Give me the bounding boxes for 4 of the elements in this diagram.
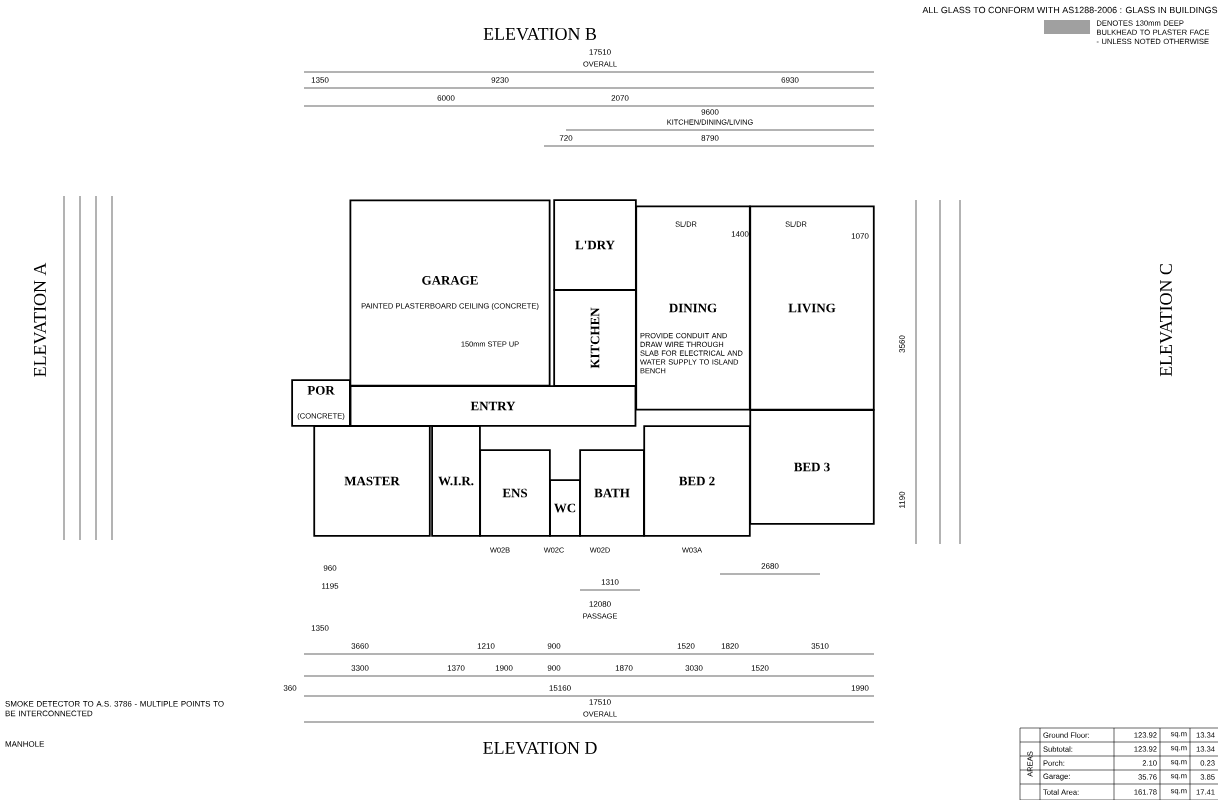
elevation-title: ELEVATION C xyxy=(1159,264,1173,377)
elevation-title: ELEVATION A xyxy=(33,262,47,377)
elevation-title: ELEVATION D xyxy=(483,741,597,755)
elevation-title: ELEVATION B xyxy=(483,27,596,41)
